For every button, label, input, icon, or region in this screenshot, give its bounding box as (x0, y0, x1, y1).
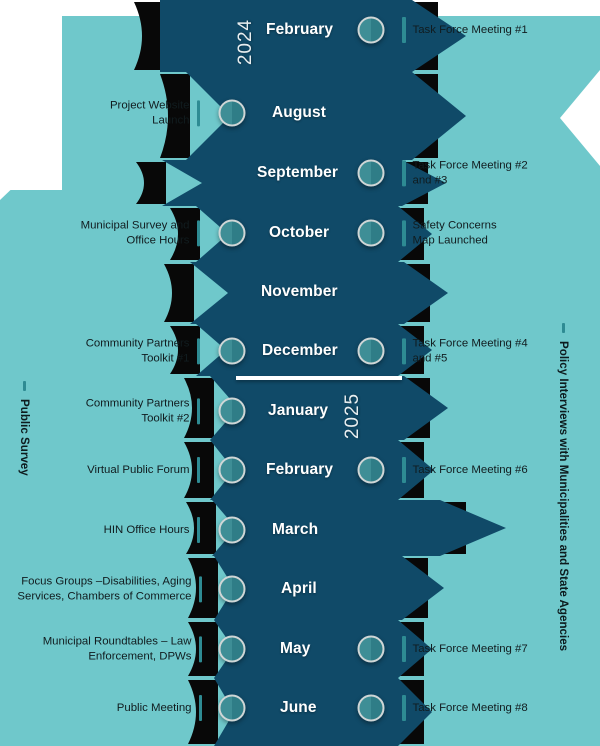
event-tick-icon (402, 160, 406, 186)
event-tick-icon (402, 457, 406, 483)
event-right-7: Task Force Meeting #6 (402, 457, 528, 483)
event-right-11: Task Force Meeting #8 (402, 695, 528, 721)
event-left-label-10: Municipal Roundtables – Law Enforcement,… (42, 635, 192, 662)
event-right-label-0: Task Force Meeting #1 (412, 23, 528, 36)
timeline-node-right-5[interactable] (357, 337, 385, 365)
month-label-november-4: November (261, 283, 338, 300)
event-left-label-3: Municipal Survey and Office Hours (80, 219, 190, 246)
timeline-node-right-3[interactable] (357, 219, 385, 247)
month-label-june-11: June (280, 699, 317, 716)
event-right-2: Task Force Meeting #2 and #3 (402, 158, 528, 187)
month-label-december-5: December (262, 342, 338, 359)
event-left-label-1: Project Website Launch (109, 99, 190, 126)
timeline-node-left-3[interactable] (218, 219, 246, 247)
timeline-node-right-11[interactable] (357, 694, 385, 722)
timeline-node-left-11[interactable] (218, 694, 246, 722)
timeline-node-left-7[interactable] (218, 456, 246, 484)
timeline-node-left-1[interactable] (218, 99, 246, 127)
month-label-april-9: April (281, 580, 317, 597)
month-label-february-7: February (266, 461, 334, 478)
month-label-january-6: January (268, 402, 329, 419)
event-left-label-5: Community Partners Toolkit #1 (85, 337, 190, 364)
year-divider (236, 376, 402, 380)
timeline-node-right-7[interactable] (357, 456, 385, 484)
event-right-label-5: Task Force Meeting #4 and #5 (412, 337, 528, 364)
timeline-node-right-10[interactable] (357, 635, 385, 663)
event-tick-icon (196, 220, 200, 246)
year-label-2025: 2025 (342, 392, 363, 440)
month-label-march-8: March (272, 521, 319, 538)
event-left-10: Municipal Roundtables – Law Enforcement,… (0, 634, 202, 663)
timeline-node-right-2[interactable] (357, 159, 385, 187)
event-left-9: Focus Groups –Disabilities, Aging Servic… (0, 574, 202, 603)
timeline-node-left-6[interactable] (218, 397, 246, 425)
event-right-0: Task Force Meeting #1 (402, 17, 528, 43)
event-right-10: Task Force Meeting #7 (402, 636, 528, 662)
event-left-5: Community Partners Toolkit #1 (0, 336, 200, 365)
event-tick-icon (402, 636, 406, 662)
event-tick-icon (196, 100, 200, 126)
event-left-label-7: Virtual Public Forum (87, 463, 190, 476)
event-right-label-3: Safety Concerns Map Launched (412, 219, 497, 246)
event-right-label-7: Task Force Meeting #6 (412, 463, 528, 476)
event-tick-icon (198, 695, 202, 721)
timeline-node-left-10[interactable] (218, 635, 246, 663)
event-left-3: Municipal Survey and Office Hours (0, 218, 200, 247)
event-tick-icon (402, 220, 406, 246)
event-tick-icon (198, 636, 202, 662)
event-right-3: Safety Concerns Map Launched (402, 218, 497, 247)
event-right-label-2: Task Force Meeting #2 and #3 (412, 159, 528, 186)
event-left-label-9: Focus Groups –Disabilities, Aging Servic… (17, 575, 192, 602)
event-left-8: HIN Office Hours (0, 517, 200, 543)
side-tick-icon (22, 381, 27, 391)
event-tick-icon (402, 695, 406, 721)
timeline-node-left-8[interactable] (218, 516, 246, 544)
event-tick-icon (402, 17, 406, 43)
event-left-6: Community Partners Toolkit #2 (0, 396, 200, 425)
event-tick-icon (198, 576, 202, 602)
event-left-label-11: Public Meeting (116, 701, 192, 714)
event-tick-icon (196, 338, 200, 364)
event-right-5: Task Force Meeting #4 and #5 (402, 336, 528, 365)
side-annotation-policy-interviews: Policy Interviews with Municipalities an… (557, 323, 570, 651)
event-right-label-10: Task Force Meeting #7 (412, 642, 528, 655)
event-right-label-11: Task Force Meeting #8 (412, 701, 528, 714)
event-tick-icon (402, 338, 406, 364)
month-label-august-1: August (272, 104, 326, 121)
event-tick-icon (196, 517, 200, 543)
side-annotation-public-survey: Public Survey (18, 381, 31, 476)
year-label-2024: 2024 (235, 18, 256, 66)
event-left-label-6: Community Partners Toolkit #2 (85, 397, 190, 424)
month-label-october-3: October (269, 224, 330, 241)
month-label-september-2: September (257, 164, 339, 181)
side-annotation-label: Public Survey (18, 399, 31, 476)
event-left-7: Virtual Public Forum (0, 457, 200, 483)
month-label-may-10: May (280, 640, 311, 657)
event-tick-icon (196, 398, 200, 424)
timeline-node-right-0[interactable] (357, 16, 385, 44)
side-annotation-label: Policy Interviews with Municipalities an… (557, 341, 570, 652)
side-tick-icon (561, 323, 566, 333)
month-label-february-0: February (266, 21, 334, 38)
event-left-11: Public Meeting (0, 695, 202, 721)
timeline-node-left-5[interactable] (218, 337, 246, 365)
timeline-node-left-9[interactable] (218, 575, 246, 603)
event-left-label-8: HIN Office Hours (103, 523, 190, 536)
event-left-1: Project Website Launch (0, 98, 200, 127)
event-tick-icon (196, 457, 200, 483)
